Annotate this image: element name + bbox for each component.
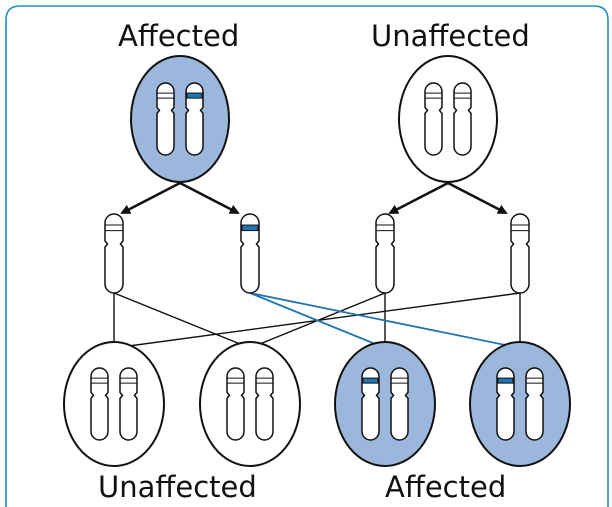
line-gamete1-offspring2 xyxy=(113,292,251,349)
chromosome xyxy=(453,82,472,156)
mutation-band xyxy=(186,92,203,99)
chromosome xyxy=(119,367,138,441)
gamete-chromosome-3 xyxy=(375,213,395,294)
chromosome xyxy=(226,367,245,441)
arrow-affected-to-gamete-2 xyxy=(179,181,240,215)
offspring-cell-4 xyxy=(469,341,571,467)
mutation-band xyxy=(362,377,379,384)
chromosome xyxy=(525,367,544,441)
gametes-layer xyxy=(104,213,530,294)
chromosome xyxy=(255,367,274,441)
diagram-frame xyxy=(5,5,609,507)
label-parent-unaffected: Unaffected xyxy=(371,19,530,53)
chromosome xyxy=(496,367,515,441)
chromosome xyxy=(424,82,443,156)
label-offspring-unaffected: Unaffected xyxy=(98,470,257,504)
parent-cell-affected xyxy=(130,55,230,183)
chromosome xyxy=(90,367,109,441)
chromosome xyxy=(156,82,175,156)
offspring-cell-3 xyxy=(334,341,436,467)
chromosome xyxy=(185,82,204,156)
mutation-band xyxy=(497,377,514,384)
gamete-chromosome-2 xyxy=(240,213,260,294)
cells-layer xyxy=(63,55,571,467)
mutant-allele-lines xyxy=(249,292,521,349)
parent-cell-unaffected xyxy=(398,55,498,183)
arrow-unaffected-to-gamete-4 xyxy=(447,181,508,215)
chromosome xyxy=(390,367,409,441)
gamete-chromosome-1 xyxy=(104,213,124,294)
transmission-arrows xyxy=(120,181,508,215)
label-parent-affected: Affected xyxy=(118,19,240,53)
mutation-band xyxy=(241,224,259,232)
arrow-affected-to-gamete-1 xyxy=(120,181,181,215)
offspring-cell-2 xyxy=(199,341,301,467)
chromosome xyxy=(361,367,380,441)
arrow-unaffected-to-gamete-3 xyxy=(388,181,449,215)
line-mutant-gamete-offspring3 xyxy=(249,292,386,349)
line-mutant-gamete-offspring4 xyxy=(249,292,521,349)
label-offspring-affected: Affected xyxy=(385,470,507,504)
offspring-cell-1 xyxy=(63,341,165,467)
gamete-chromosome-4 xyxy=(510,213,530,294)
